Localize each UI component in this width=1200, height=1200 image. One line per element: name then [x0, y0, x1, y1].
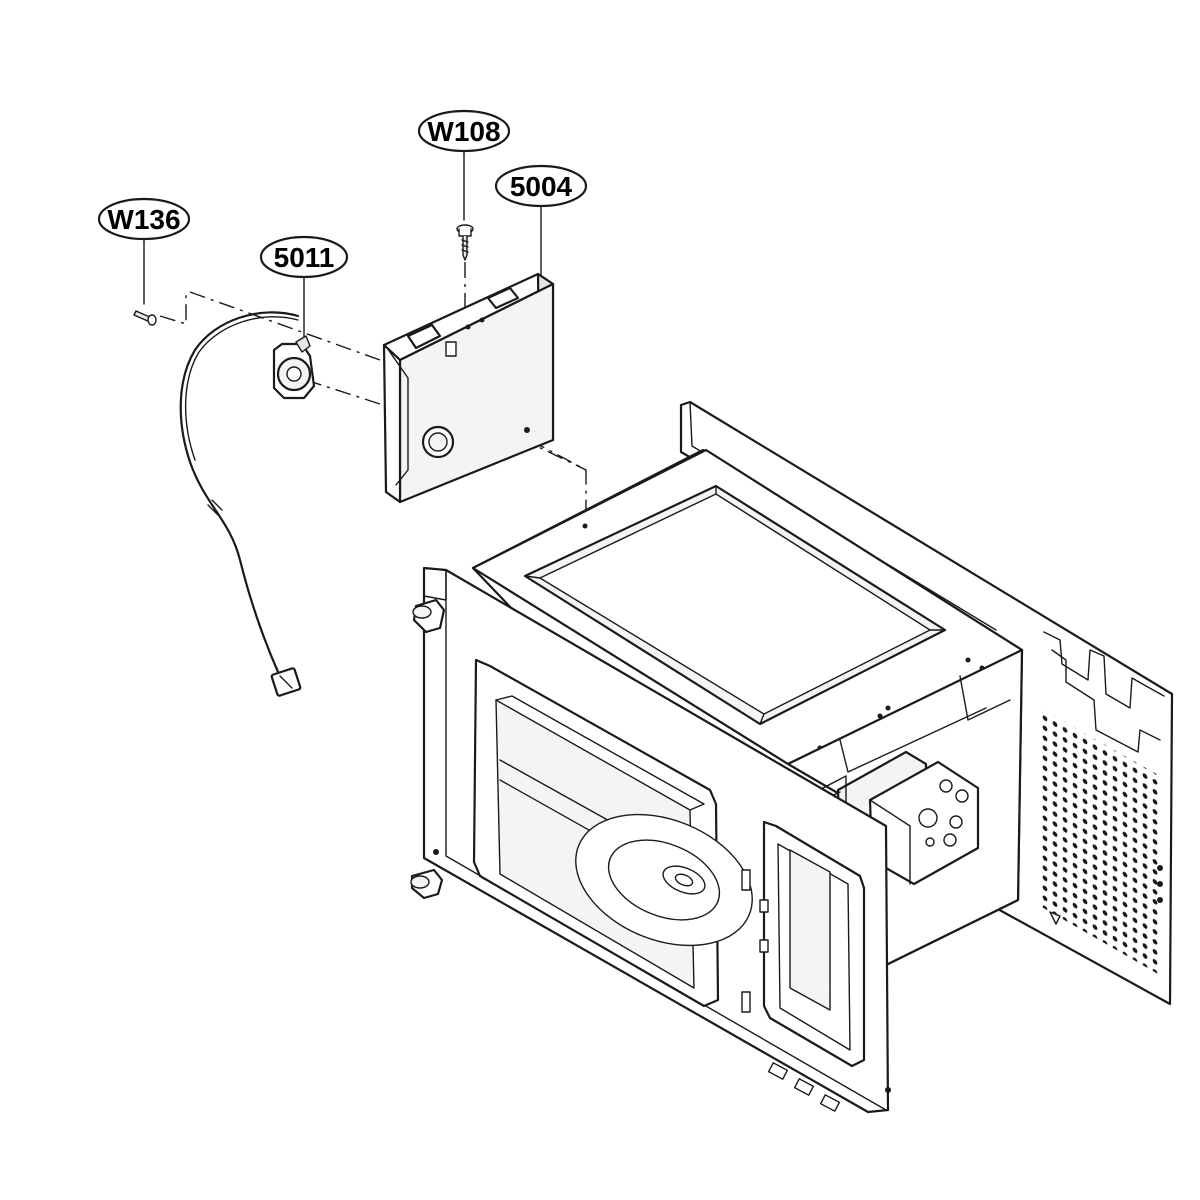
callout-w136[interactable]: W136: [97, 197, 191, 305]
callout-5011[interactable]: 5011: [259, 235, 349, 343]
callout-w136-text: W136: [107, 204, 180, 235]
callout-5011-text: 5011: [274, 242, 335, 273]
vent-grid: [1040, 708, 1160, 974]
upper-hinge: [412, 598, 446, 634]
sensor-5011[interactable]: [179, 311, 316, 697]
callout-5004-text: 5004: [510, 171, 573, 202]
screw-w108[interactable]: [456, 224, 474, 261]
microwave-cabinet[interactable]: [410, 400, 1174, 1114]
callout-5004[interactable]: 5004: [494, 164, 588, 277]
screw-w136[interactable]: [133, 310, 157, 326]
lower-hinge: [410, 868, 444, 900]
turntable[interactable]: [556, 790, 772, 970]
bracket-5004[interactable]: [382, 272, 555, 504]
callout-w108-text: W108: [427, 116, 500, 147]
callout-w108[interactable]: W108: [417, 109, 511, 221]
